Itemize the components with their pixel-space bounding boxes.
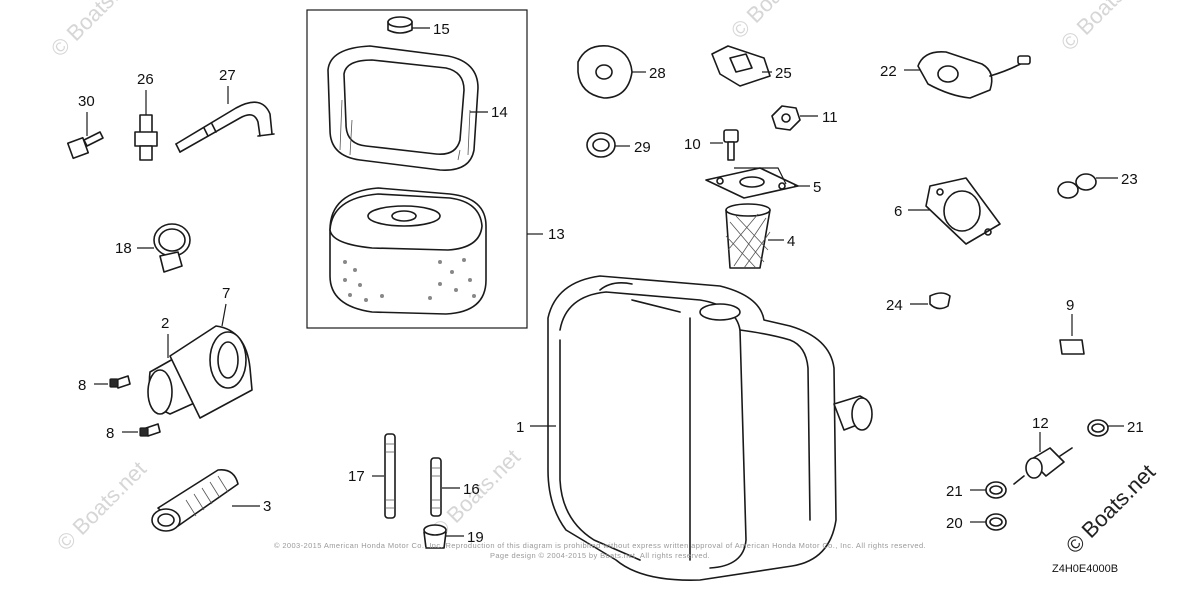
label-9: 9 xyxy=(1066,297,1074,314)
part-1-fuel-tank[interactable] xyxy=(547,275,873,581)
label-12: 12 xyxy=(1032,415,1049,432)
part-23-tube-clip[interactable] xyxy=(1057,173,1097,199)
part-17-stud-bolt[interactable] xyxy=(384,433,396,519)
diagram-code: Z4H0E4000B xyxy=(1052,563,1119,575)
part-14-foam-element[interactable] xyxy=(327,45,479,171)
watermark-top-right: © Boats.net xyxy=(1056,0,1155,56)
part-5-strainer-gasket[interactable] xyxy=(705,167,799,199)
part-3-tail-pipe-screen[interactable] xyxy=(151,468,239,532)
part-13-air-cleaner-element[interactable] xyxy=(329,187,487,315)
label-21-upper: 21 xyxy=(1127,419,1144,436)
label-3: 3 xyxy=(263,498,271,515)
copyright-notice: © 2003-2015 American Honda Motor Co., In… xyxy=(273,541,927,550)
label-11: 11 xyxy=(822,109,838,126)
label-13: 13 xyxy=(548,226,565,243)
label-4: 4 xyxy=(787,233,795,250)
label-22: 22 xyxy=(880,63,897,80)
part-24-woodruff-key[interactable] xyxy=(929,292,951,310)
label-26: 26 xyxy=(137,71,154,88)
label-29: 29 xyxy=(634,139,651,156)
part-8-screw-upper[interactable] xyxy=(109,375,131,389)
part-19-cap-nut[interactable] xyxy=(423,524,447,549)
label-7: 7 xyxy=(222,285,230,302)
label-8-upper: 8 xyxy=(78,377,86,394)
label-19: 19 xyxy=(467,529,484,546)
label-10: 10 xyxy=(684,136,701,153)
label-17: 17 xyxy=(348,468,365,485)
label-20: 20 xyxy=(946,515,963,532)
part-20-tube-clamp[interactable] xyxy=(985,513,1007,531)
label-21-lower: 21 xyxy=(946,483,963,500)
watermark-top-left: © Boats.net xyxy=(46,0,145,62)
label-16: 16 xyxy=(463,481,480,498)
part-22-fuel-gauge-sender[interactable] xyxy=(917,50,1031,99)
label-2: 2 xyxy=(161,315,169,332)
label-18: 18 xyxy=(115,240,132,257)
watermark-bottom-right: © Boats.net xyxy=(1061,459,1160,558)
label-6: 6 xyxy=(894,203,902,220)
part-8-screw-lower[interactable] xyxy=(139,423,161,437)
part-4-fuel-strainer[interactable] xyxy=(725,203,771,269)
air-cleaner-assembly-frame xyxy=(306,9,528,329)
part-30-bolt[interactable] xyxy=(66,131,104,160)
part-21-tube-clamp-lower[interactable] xyxy=(985,481,1007,499)
label-8-lower: 8 xyxy=(106,425,114,442)
label-1: 1 xyxy=(516,419,524,436)
part-29-grommet[interactable] xyxy=(586,132,616,158)
watermark-top-center: © Boats.net xyxy=(726,0,825,44)
label-23: 23 xyxy=(1121,171,1138,188)
label-5: 5 xyxy=(813,179,821,196)
part-11-flange-nut[interactable] xyxy=(771,105,801,131)
label-15: 15 xyxy=(433,21,450,38)
label-24: 24 xyxy=(886,297,903,314)
label-28: 28 xyxy=(649,65,666,82)
label-27: 27 xyxy=(219,67,236,84)
part-26-joint-fitting[interactable] xyxy=(134,114,158,161)
part-25-clip[interactable] xyxy=(711,45,771,87)
part-15-grommet[interactable] xyxy=(387,16,413,34)
part-18-hose-clamp[interactable] xyxy=(153,223,191,273)
page-design-notice: Page design © 2004-2015 by Boats.net. Al… xyxy=(489,551,711,560)
part-10-bolt[interactable] xyxy=(723,129,739,161)
label-30: 30 xyxy=(78,93,95,110)
label-25: 25 xyxy=(775,65,792,82)
part-7-exhaust-gasket[interactable] xyxy=(169,325,253,419)
part-21-tube-clamp-upper[interactable] xyxy=(1087,419,1109,437)
part-16-stud-bolt[interactable] xyxy=(430,457,442,517)
part-12-fuel-filter[interactable] xyxy=(1013,447,1073,485)
watermark-bottom-left: © Boats.net xyxy=(52,456,151,555)
label-14: 14 xyxy=(491,104,508,121)
part-6-muffler-gasket[interactable] xyxy=(925,177,1001,245)
part-9-key[interactable] xyxy=(1059,339,1085,355)
part-27-breather-tube[interactable] xyxy=(175,101,275,153)
part-28-rubber-washer[interactable] xyxy=(577,45,633,99)
